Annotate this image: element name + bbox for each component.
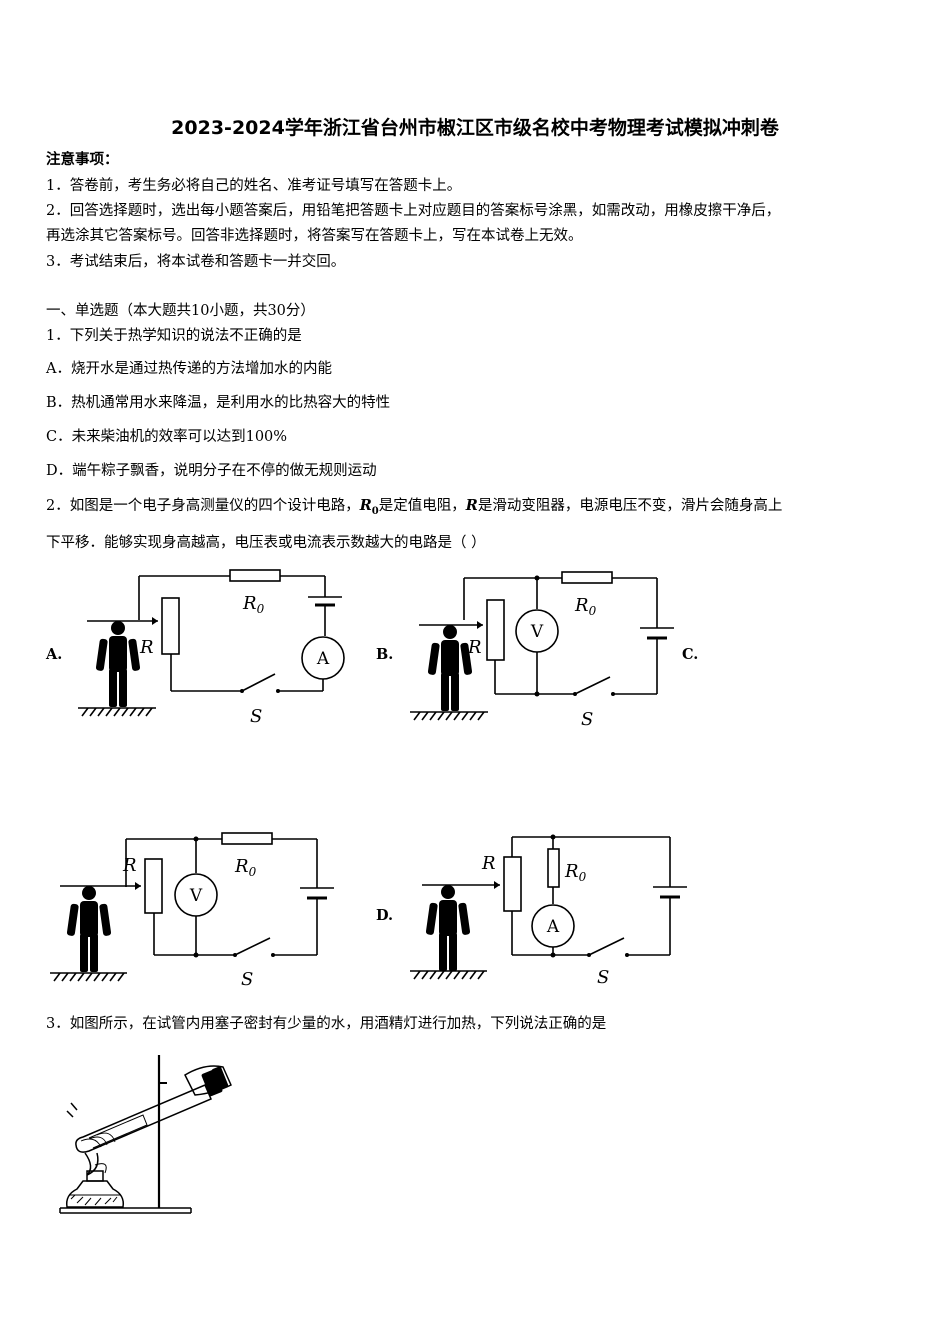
slide-rheostat (486, 599, 505, 661)
r-symbol: R (465, 497, 478, 514)
switch-contact (276, 689, 280, 693)
ground-hatch (413, 970, 485, 980)
person-silhouette (425, 885, 471, 971)
resistor-r0 (221, 832, 273, 845)
slide-rheostat (503, 856, 522, 912)
q2-stem: 2．如图是一个电子身高测量仪的四个设计电路，R0是定值电阻，R是滑动变阻器，电源… (46, 496, 782, 522)
ammeter-label: A (316, 649, 330, 669)
flame-inner (94, 1163, 107, 1174)
label-s: S (581, 709, 593, 730)
q1-option-b: B．热机通常用水来降温，是利用水的比热容大的特性 (46, 395, 391, 411)
water-line (88, 1114, 148, 1149)
label-r0: R0 (234, 856, 257, 879)
ground-hatch (413, 711, 485, 721)
q1-option-c: C．未来柴油机的效率可以达到100% (46, 429, 288, 445)
page-title: 2023-2024学年浙江省台州市椒江区市级名校中考物理考试模拟冲刺卷 (171, 117, 779, 139)
label-r: R (122, 855, 137, 876)
junction-dot (193, 952, 199, 958)
slide-rheostat (161, 597, 180, 655)
label-r0: R0 (564, 861, 587, 884)
junction-dot (534, 575, 540, 581)
circuit-c-figure: R R0 S V (50, 832, 334, 990)
q2-label-b: B. (376, 646, 394, 663)
junction-dot (550, 952, 556, 958)
notice-item: 1．答卷前，考生务必将自己的姓名、准考证号填写在答题卡上。 (46, 178, 462, 194)
label-r: R (481, 853, 496, 874)
resistor-r0 (561, 571, 613, 584)
steam-mark (70, 1102, 78, 1111)
voltmeter-label: V (530, 622, 544, 642)
q2-stem-part: 是定值电阻， (378, 498, 466, 514)
label-s: S (597, 967, 609, 988)
junction-dot (193, 836, 199, 842)
switch-blade (241, 673, 276, 692)
switch-blade (588, 937, 625, 956)
q2-label-d: D. (376, 907, 394, 924)
q2-label-c: C. (682, 646, 699, 663)
person-silhouette (66, 886, 112, 972)
switch-contact (233, 953, 237, 957)
label-s: S (241, 969, 253, 990)
resistor-r0 (229, 569, 281, 582)
clamp-holder (184, 1065, 232, 1096)
r0-subscript: 0 (371, 505, 379, 517)
switch-contact (611, 692, 615, 696)
q2-label-a: A. (46, 646, 63, 663)
alcohol-lamp (65, 1180, 125, 1208)
person-silhouette (95, 621, 141, 707)
slider-arrow (477, 621, 483, 629)
q2-stem-line2: 下平移．能够实现身高越高，电压表或电流表示数越大的电路是（ ） (46, 535, 486, 551)
lamp-liquid-hatch (70, 1194, 118, 1206)
label-r0: R0 (574, 595, 597, 618)
slide-rheostat (144, 858, 163, 914)
ammeter-label: A (546, 917, 560, 937)
label-r: R (467, 637, 482, 658)
circuit-b-figure: R R0 S V (410, 571, 674, 730)
person-silhouette (427, 625, 473, 711)
label-r: R (139, 637, 154, 658)
switch-contact (271, 953, 275, 957)
stopper (201, 1066, 229, 1097)
switch-contact (573, 692, 577, 696)
notice-heading: 注意事项： (46, 151, 119, 168)
label-r0: R0 (242, 593, 265, 616)
notice-item: 3．考试结束后，将本试卷和答题卡一并交回。 (46, 254, 346, 270)
r0-symbol: R (359, 497, 372, 514)
notice-item: 再选涂其它答案标号。回答非选择题时，将答案写在答题卡上，写在本试卷上无效。 (46, 228, 583, 244)
q3-stem: 3．如图所示，在试管内用塞子密封有少量的水，用酒精灯进行加热，下列说法正确的是 (46, 1016, 607, 1032)
slider-arrow (135, 882, 141, 890)
circuit-d-figure: R R0 S A (410, 834, 687, 988)
resistor-r0 (547, 848, 560, 888)
notice-item: 2．回答选择题时，选出每小题答案后，用铅笔把答题卡上对应题目的答案标号涂黑，如需… (46, 203, 781, 219)
junction-dot (534, 691, 540, 697)
q1-option-a: A．烧开水是通过热传递的方法增加水的内能 (46, 361, 332, 377)
switch-contact (240, 689, 244, 693)
switch-contact (625, 953, 629, 957)
ground-hatch (81, 707, 153, 717)
junction-dot (550, 834, 556, 840)
switch-blade (234, 937, 271, 956)
voltmeter-label: V (189, 886, 203, 906)
q2-stem-part: 是滑动变阻器，电源电压不变，滑片会随身高上 (477, 498, 783, 514)
slider-arrow (494, 881, 500, 889)
switch-blade (574, 676, 611, 695)
label-s: S (250, 706, 262, 727)
q2-stem-part: 2．如图是一个电子身高测量仪的四个设计电路， (46, 498, 360, 514)
switch-contact (587, 953, 591, 957)
test-tube (75, 1084, 212, 1153)
q1-stem: 1．下列关于热学知识的说法不正确的是 (46, 328, 302, 344)
steam-mark (66, 1110, 74, 1118)
circuit-a-figure: R R0 S A (78, 569, 345, 727)
test-tube-figure (59, 1055, 232, 1214)
ground-hatch (53, 972, 125, 982)
water-shading (80, 1132, 116, 1148)
slider-arrow (152, 617, 158, 625)
q1-option-d: D．端午粽子飘香，说明分子在不停的做无规则运动 (46, 463, 377, 479)
section-heading: 一、单选题（本大题共10小题，共30分） (46, 303, 315, 319)
